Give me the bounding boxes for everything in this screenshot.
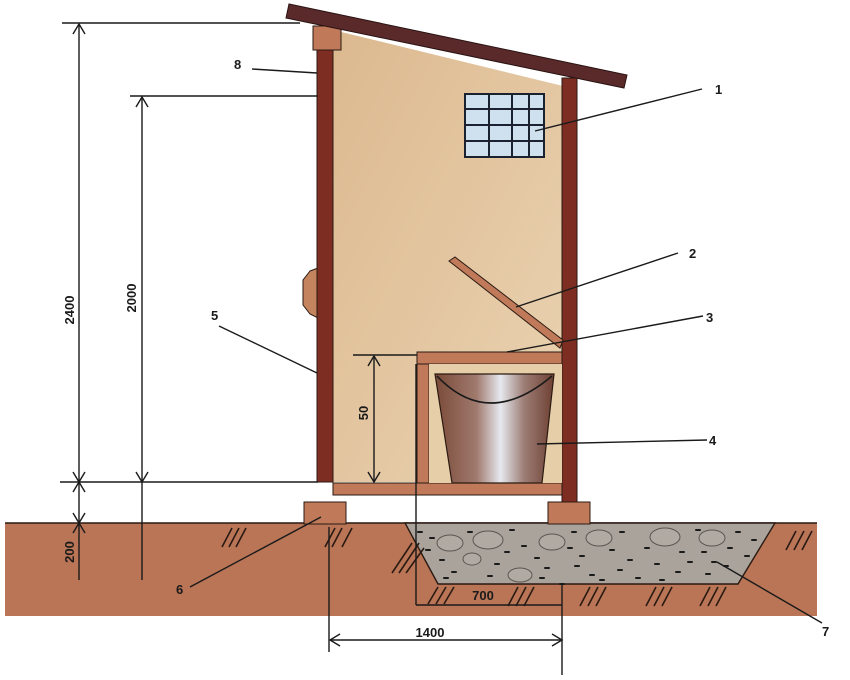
dim-base-width: 1400 xyxy=(416,625,445,640)
roof xyxy=(285,3,628,89)
seat-lid xyxy=(448,256,564,349)
rear-post xyxy=(561,77,578,503)
top-beam-block xyxy=(312,25,342,51)
dimension-lines xyxy=(60,22,564,675)
front-post xyxy=(316,49,334,483)
callout-8: 8 xyxy=(234,57,241,72)
gravel-drainage-pit xyxy=(403,522,777,585)
callout-4: 4 xyxy=(709,433,717,448)
callout-1: 1 xyxy=(715,82,722,97)
dim-pit-width: 700 xyxy=(472,588,494,603)
foundation-block xyxy=(303,501,591,525)
dim-seat-height: 50 xyxy=(356,406,371,420)
callout-leaders xyxy=(189,68,823,624)
window xyxy=(464,93,545,158)
callout-numbers: 8 1 2 3 4 5 6 7 xyxy=(176,57,829,639)
soil-hatching xyxy=(221,527,813,607)
dimension-labels: 2400 2000 50 200 700 1400 xyxy=(62,284,494,640)
callout-2: 2 xyxy=(689,246,696,261)
callout-6: 6 xyxy=(176,582,183,597)
dim-total-height: 2400 xyxy=(62,296,77,325)
dim-interior-height: 2000 xyxy=(124,284,139,313)
callout-7: 7 xyxy=(822,624,829,639)
bucket xyxy=(434,373,555,484)
callout-3: 3 xyxy=(706,310,713,325)
callout-5: 5 xyxy=(211,308,218,323)
door-block xyxy=(302,267,319,319)
dim-foundation-height: 200 xyxy=(62,541,77,563)
